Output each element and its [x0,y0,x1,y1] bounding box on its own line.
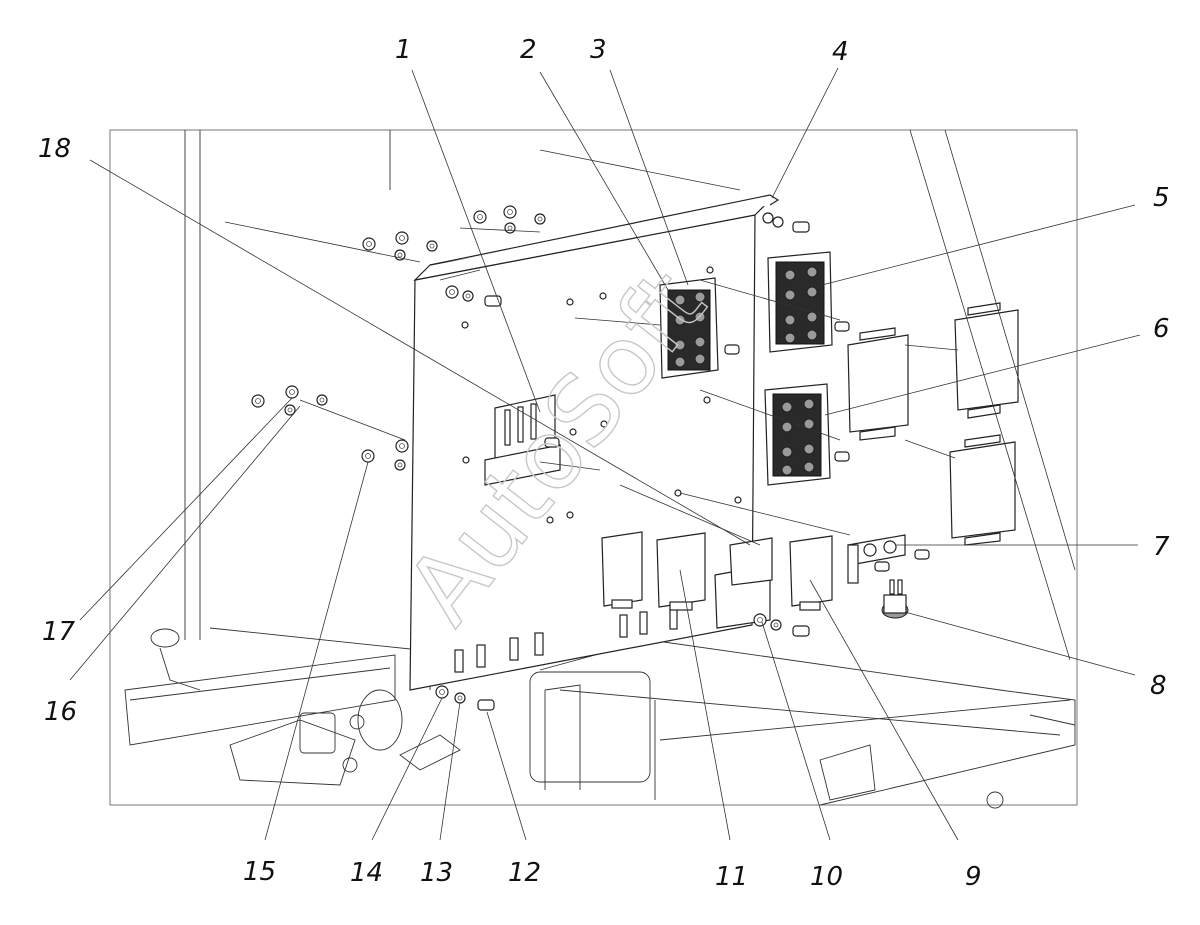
terminal-bracket [847,534,906,584]
callout-label-9: 9 [965,862,982,892]
relays [601,531,833,629]
relay-bracket [484,394,561,486]
leader-line-11 [679,569,731,841]
leader-line-9 [809,579,959,841]
leader-line-17 [79,397,293,621]
callout-label-1: 1 [395,35,412,65]
callout-label-14: 14 [350,858,383,888]
fuse-block-2 [659,277,719,379]
leader-line-2 [539,71,669,291]
leader-line-4 [771,67,839,199]
leader-line-15 [264,461,369,841]
callout-label-2: 2 [520,35,537,65]
leader-line-cover-b [944,129,1076,571]
leader-line-18 [89,159,751,546]
callout-label-13: 13 [420,858,453,888]
callout-label-12: 12 [508,858,541,888]
fuse-block-5 [767,251,833,353]
callout-label-10: 10 [810,862,843,892]
callout-label-18: 18 [38,134,71,164]
callout-label-11: 11 [715,862,748,892]
leader-line-8 [904,611,1136,676]
assembly-lines [224,149,959,546]
leader-line-14 [371,697,443,841]
callout-label-3: 3 [590,35,607,65]
callout-labels: 1 2 3 4 5 6 7 8 9 10 11 12 13 14 15 16 1… [38,35,1170,892]
leader-line-6 [824,334,1141,416]
fuse-block-6 [764,383,831,486]
leader-line-3 [609,69,689,286]
callout-label-4: 4 [832,37,849,67]
callout-label-17: 17 [42,617,76,647]
leader-line-1 [411,69,541,413]
leader-line-16 [69,405,301,681]
fuse-covers [847,302,1019,546]
leader-line-12 [486,711,527,841]
chassis-frame [124,130,1076,809]
callout-label-5: 5 [1153,183,1170,213]
callout-label-7: 7 [1153,532,1170,562]
leader-line-10 [761,621,831,841]
callout-label-6: 6 [1153,314,1170,344]
callout-label-16: 16 [44,697,77,727]
drawing-frame [109,129,1078,806]
leader-line-5 [821,204,1136,286]
push-switch [881,579,909,619]
callout-label-15: 15 [243,857,276,887]
leader-line-cover-a [909,129,1071,661]
leader-line-13 [439,701,461,841]
callout-label-8: 8 [1150,671,1167,701]
leader-lines [69,67,1141,841]
